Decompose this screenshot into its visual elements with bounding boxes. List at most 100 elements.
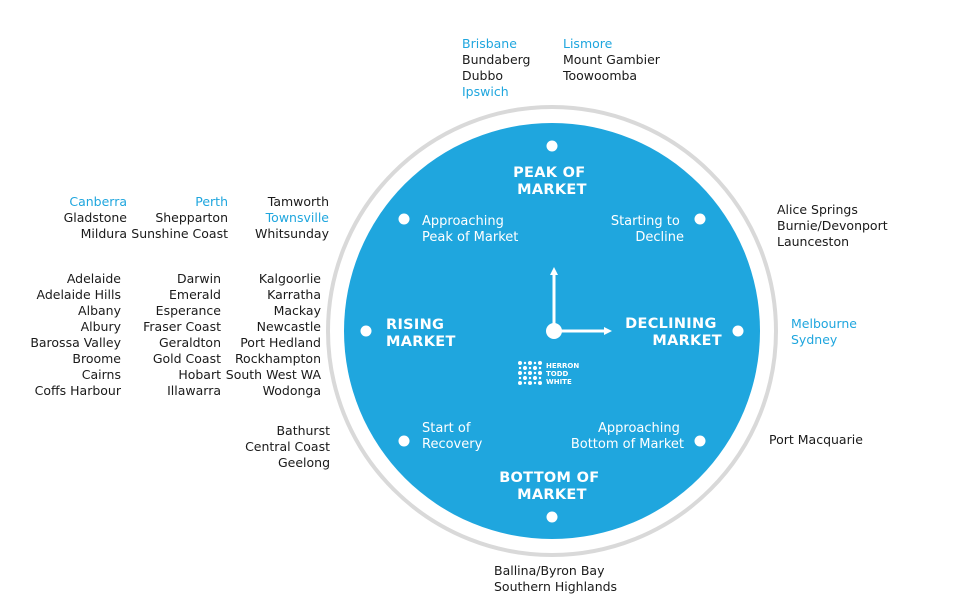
- city-name: Southern Highlands: [494, 579, 618, 594]
- city-name: Bundaberg: [462, 52, 531, 67]
- city-name: Toowoomba: [563, 68, 638, 83]
- city-name: Wodonga: [262, 383, 321, 398]
- city-name: Adelaide: [66, 271, 121, 286]
- city-name: Rockhampton: [234, 351, 321, 366]
- city-name: Albury: [80, 319, 121, 334]
- city-name: Canberra: [69, 194, 127, 209]
- city-name: Mount Gambier: [563, 52, 660, 67]
- label-start-recovery: Start of Recovery: [422, 421, 483, 452]
- htw-logo-line1: HERRON: [546, 362, 579, 370]
- city-name: Alice Springs: [777, 202, 858, 217]
- label-bottom: BOTTOM OF MARKET: [499, 470, 605, 503]
- city-name: Whitsunday: [254, 226, 329, 241]
- htw-logo-text: HERRON TODD WHITE: [546, 362, 582, 386]
- label-starting-decline-line2: Decline: [635, 230, 684, 245]
- label-start-recovery-line2: Recovery: [422, 437, 483, 452]
- label-declining: DECLINING MARKET: [625, 316, 722, 349]
- city-name: Ipswich: [462, 84, 509, 99]
- label-bottom-line2: MARKET: [517, 487, 587, 503]
- label-approaching-peak-line2: Peak of Market: [422, 230, 518, 245]
- city-name: Mildura: [80, 226, 127, 241]
- dot-rising: [360, 325, 372, 337]
- city-name: Perth: [195, 194, 228, 209]
- label-rising-line1: RISING: [386, 317, 444, 333]
- label-approaching-peak-line1: Approaching: [422, 214, 504, 229]
- city-name: Bathurst: [276, 423, 330, 438]
- dot-start-recovery: [398, 435, 410, 447]
- city-name: Launceston: [777, 234, 850, 249]
- city-name: Adelaide Hills: [36, 287, 122, 302]
- city-name: Illawarra: [167, 383, 221, 398]
- label-approaching-bottom-line1: Approaching: [598, 421, 680, 436]
- city-name: Broome: [72, 351, 121, 366]
- city-name: Coffs Harbour: [34, 383, 121, 398]
- dot-starting-decline: [694, 213, 706, 225]
- label-declining-line2: MARKET: [652, 333, 722, 349]
- city-name: Esperance: [155, 303, 221, 318]
- city-name: Burnie/Devonport: [777, 218, 888, 233]
- dot-declining: [732, 325, 744, 337]
- city-name: South West WA: [225, 367, 321, 382]
- label-bottom-line1: BOTTOM OF: [499, 470, 599, 486]
- city-name: Ballina/Byron Bay: [494, 563, 605, 578]
- label-start-recovery-line1: Start of: [422, 421, 471, 436]
- city-name: Melbourne: [791, 316, 857, 331]
- city-name: Port Macquarie: [769, 432, 863, 447]
- city-name: Townsville: [265, 210, 329, 225]
- label-rising-line2: MARKET: [386, 334, 456, 350]
- dot-bottom: [546, 511, 558, 523]
- city-name: Gold Coast: [152, 351, 221, 366]
- dot-approaching-peak: [398, 213, 410, 225]
- label-peak: PEAK OF MARKET: [513, 165, 591, 198]
- cities-approaching-bottom: Port Macquarie: [769, 432, 863, 448]
- dot-peak: [546, 140, 558, 152]
- label-approaching-peak: Approaching Peak of Market: [422, 214, 518, 245]
- city-name: Fraser Coast: [143, 319, 221, 334]
- city-name: Tamworth: [267, 194, 329, 209]
- city-name: Dubbo: [462, 68, 504, 83]
- city-name: Emerald: [169, 287, 221, 302]
- city-name: Sydney: [791, 332, 838, 347]
- label-approaching-bottom-line2: Bottom of Market: [571, 437, 684, 452]
- label-starting-decline-line1: Starting to: [611, 214, 680, 229]
- city-name: Darwin: [176, 271, 221, 286]
- label-starting-decline: Starting to Decline: [611, 214, 684, 245]
- city-name: Albany: [78, 303, 121, 318]
- city-name: Kalgoorlie: [258, 271, 321, 286]
- clock-center: [546, 323, 562, 339]
- city-name: Newcastle: [256, 319, 321, 334]
- htw-logo: HERRON TODD WHITE: [518, 361, 582, 386]
- dot-approaching-bottom: [694, 435, 706, 447]
- city-name: Port Hedland: [240, 335, 321, 350]
- city-name: Cairns: [81, 367, 121, 382]
- city-name: Central Coast: [245, 439, 330, 454]
- city-name: Brisbane: [462, 36, 517, 51]
- city-name: Gladstone: [63, 210, 127, 225]
- htw-logo-mark-icon: [518, 361, 542, 385]
- city-name: Shepparton: [155, 210, 228, 225]
- label-peak-line1: PEAK OF: [513, 165, 585, 181]
- htw-logo-line2: TODD: [546, 370, 569, 378]
- city-name: Mackay: [273, 303, 321, 318]
- city-name: Barossa Valley: [30, 335, 121, 350]
- city-name: Sunshine Coast: [131, 226, 228, 241]
- city-name: Geraldton: [158, 335, 221, 350]
- label-rising: RISING MARKET: [386, 317, 456, 350]
- city-name: Karratha: [267, 287, 321, 302]
- htw-logo-line3: WHITE: [546, 378, 572, 386]
- city-name: Geelong: [277, 455, 330, 470]
- label-approaching-bottom: Approaching Bottom of Market: [571, 421, 684, 452]
